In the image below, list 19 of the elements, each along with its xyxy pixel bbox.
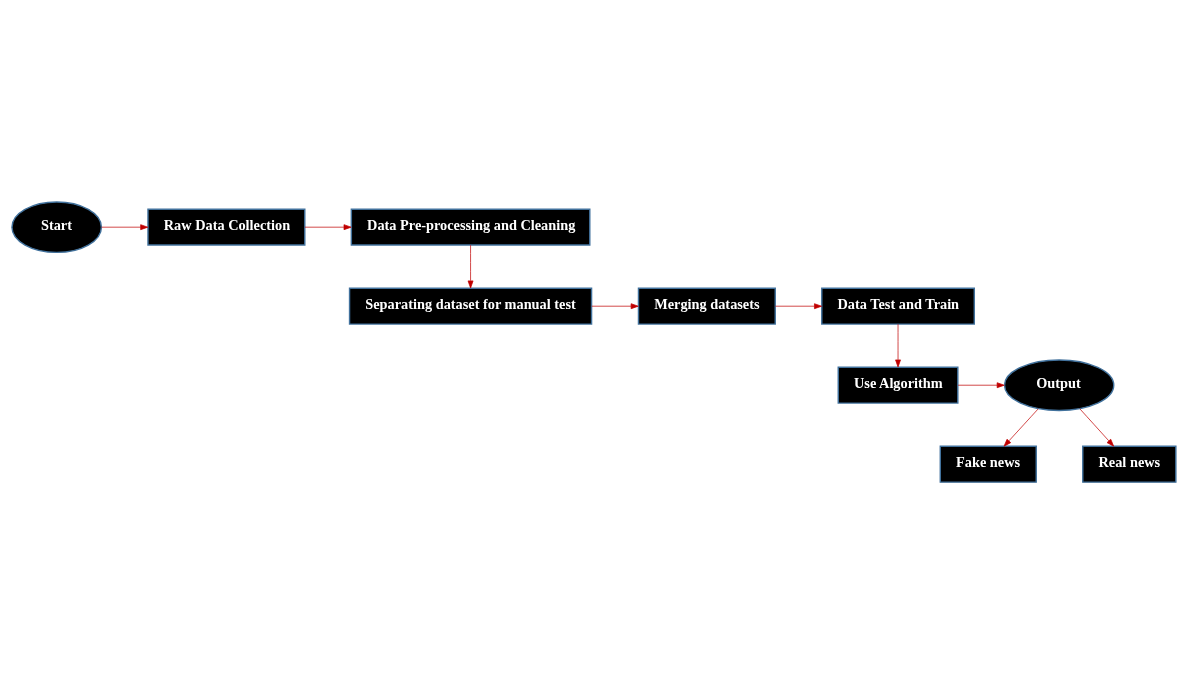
node-box: Merging datasets bbox=[637, 287, 776, 325]
node-box: Fake news bbox=[939, 445, 1037, 483]
arrow bbox=[895, 323, 901, 367]
arrow bbox=[101, 223, 149, 230]
node-box: Real news bbox=[1082, 445, 1177, 483]
arrow bbox=[775, 302, 822, 309]
arrow bbox=[591, 302, 639, 309]
node-box: Raw Data Collection bbox=[147, 208, 306, 246]
arrow bbox=[1079, 407, 1115, 447]
node-box: Separating dataset for manual test bbox=[348, 287, 593, 325]
node-box: Data Test and Train bbox=[821, 287, 975, 325]
arrow bbox=[467, 244, 474, 288]
arrow bbox=[304, 223, 352, 230]
arrow bbox=[957, 381, 1005, 388]
node-box: Use Algorithm bbox=[837, 366, 959, 404]
node-ellipse: Output bbox=[1003, 358, 1115, 411]
node-ellipse: Start bbox=[11, 200, 103, 253]
node-box: Data Pre-processing and Cleaning bbox=[350, 208, 591, 246]
arrow bbox=[1003, 407, 1039, 447]
